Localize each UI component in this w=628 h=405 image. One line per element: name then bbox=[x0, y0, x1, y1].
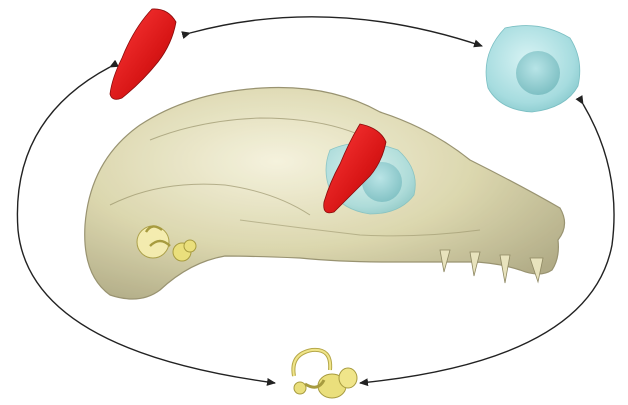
cyan-eye-isolated bbox=[486, 26, 580, 112]
inner-ear-isolated bbox=[293, 350, 357, 398]
red-structure-isolated bbox=[110, 9, 176, 99]
arrow-top bbox=[190, 17, 482, 46]
skull bbox=[85, 88, 565, 300]
